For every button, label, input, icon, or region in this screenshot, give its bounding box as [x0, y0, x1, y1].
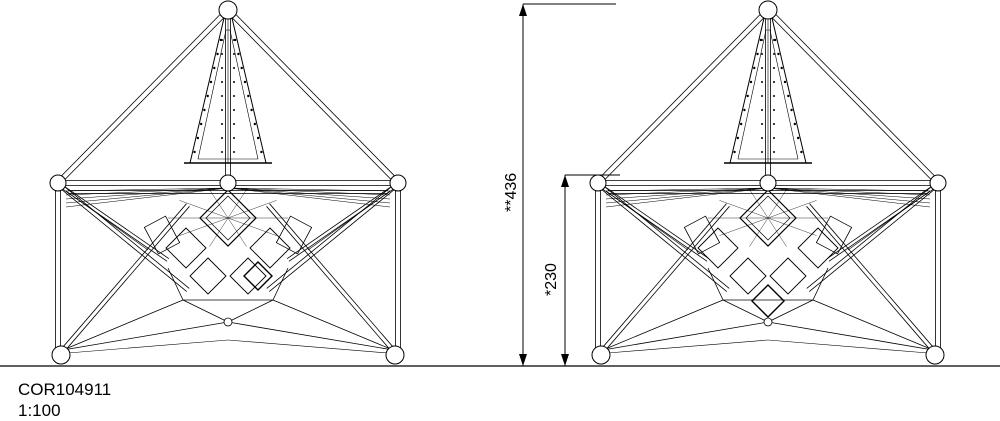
drawing-scale: 1:100 [18, 401, 61, 420]
dimension-platform-height-label: *230 [543, 263, 560, 296]
dimension-total-height-label: **436 [503, 173, 520, 212]
dimension-total-height [519, 3, 616, 366]
front-elevation-view [49, 0, 407, 365]
product-code: COR104911 [18, 380, 112, 399]
dimension-platform-height [561, 174, 620, 366]
side-elevation-view [589, 0, 947, 365]
